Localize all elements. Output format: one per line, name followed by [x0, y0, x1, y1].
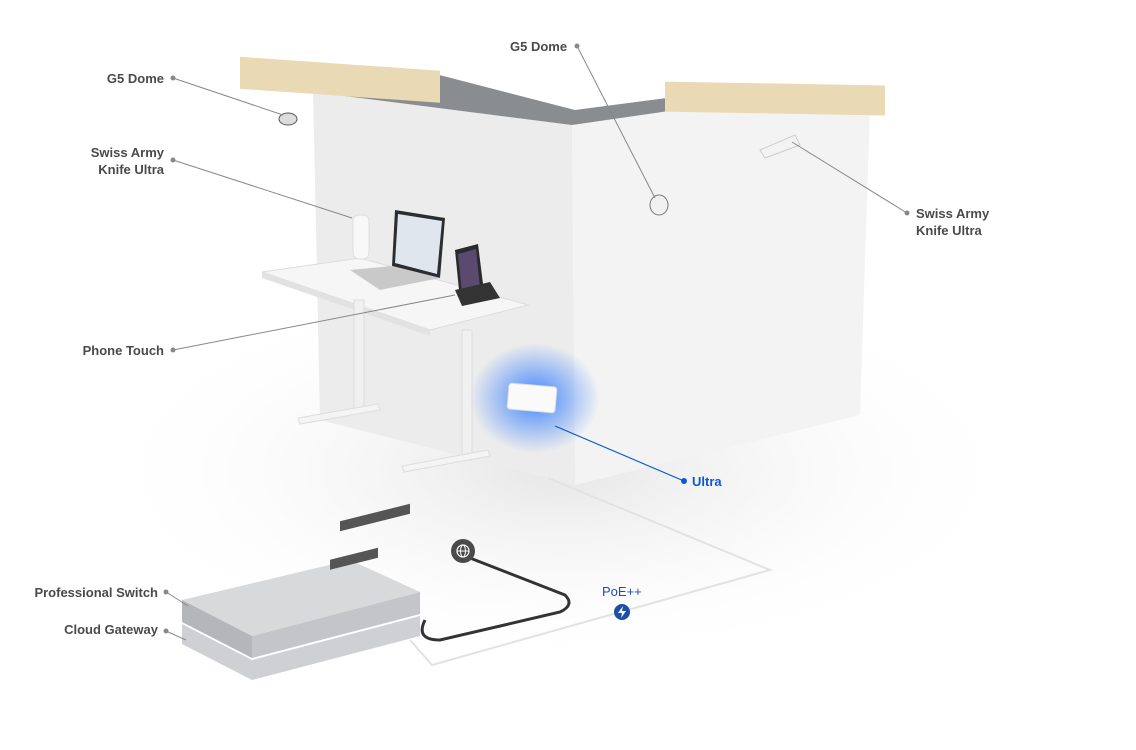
phone-touch-device — [455, 244, 500, 306]
label-professional-switch: Professional Switch — [34, 585, 158, 600]
label-g5-dome-left: G5 Dome — [106, 71, 164, 86]
ultra-device — [506, 382, 558, 414]
professional-switch-device — [182, 503, 420, 658]
cloud-gateway-device — [182, 547, 420, 680]
label-line: Swiss Army — [90, 145, 164, 160]
poe-cable — [409, 477, 774, 667]
label-phone-touch: Phone Touch — [82, 343, 164, 358]
ultra-dot — [681, 478, 687, 484]
globe-icon — [451, 539, 475, 563]
internet-cable — [420, 556, 571, 642]
label-line: Knife Ultra — [916, 223, 982, 238]
laptop — [350, 210, 445, 290]
label-ultra: Ultra — [692, 474, 722, 489]
label-line: Swiss Army — [916, 206, 990, 221]
standing-desk — [261, 257, 530, 473]
label-g5-dome-top: G5 Dome — [510, 39, 568, 54]
label-cloud-gateway: Cloud Gateway — [64, 622, 158, 637]
leader-dots — [163, 43, 910, 634]
ultra-leader-line — [554, 425, 685, 482]
g5-dome-camera-wall — [649, 194, 669, 216]
swiss-army-knife-ultra-ceiling — [759, 134, 801, 159]
leader-lines — [165, 45, 908, 641]
lightning-bolt-icon — [614, 604, 630, 620]
swiss-army-knife-ultra-device — [352, 214, 370, 260]
label-swiss-army-knife-left: Swiss Army Knife Ultra — [40, 144, 164, 178]
g5-dome-camera-left — [278, 112, 298, 126]
label-line: Knife Ultra — [98, 162, 164, 177]
label-poe: PoE++ — [602, 584, 642, 599]
label-swiss-army-knife-right: Swiss Army Knife Ultra — [916, 205, 989, 239]
